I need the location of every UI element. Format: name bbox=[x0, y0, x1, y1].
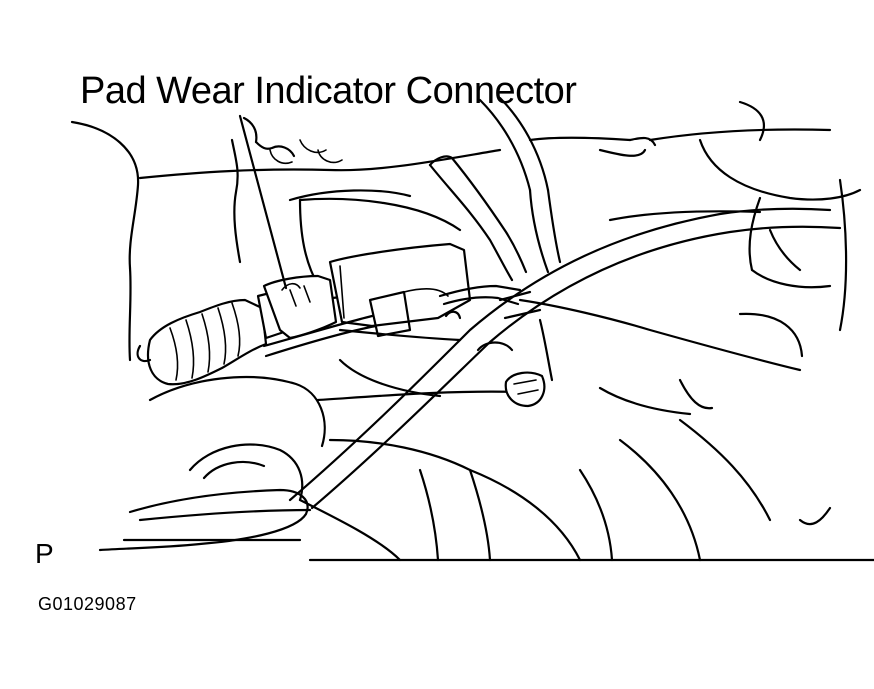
upper-hose bbox=[428, 155, 528, 282]
body-outlines bbox=[70, 96, 862, 362]
connector-wire bbox=[262, 314, 378, 358]
callout-leader-line bbox=[238, 114, 288, 290]
brake-line bbox=[288, 207, 842, 510]
rotor-hub bbox=[122, 375, 874, 562]
lower-hand bbox=[98, 488, 309, 552]
pad-wear-connector bbox=[256, 242, 522, 340]
callout-label: Pad Wear Indicator Connector bbox=[80, 70, 577, 112]
figure-id: G01029087 bbox=[38, 594, 137, 614]
bracket-bolt bbox=[444, 310, 546, 408]
view-letter: P bbox=[35, 538, 54, 569]
rubber-boot bbox=[136, 298, 268, 386]
